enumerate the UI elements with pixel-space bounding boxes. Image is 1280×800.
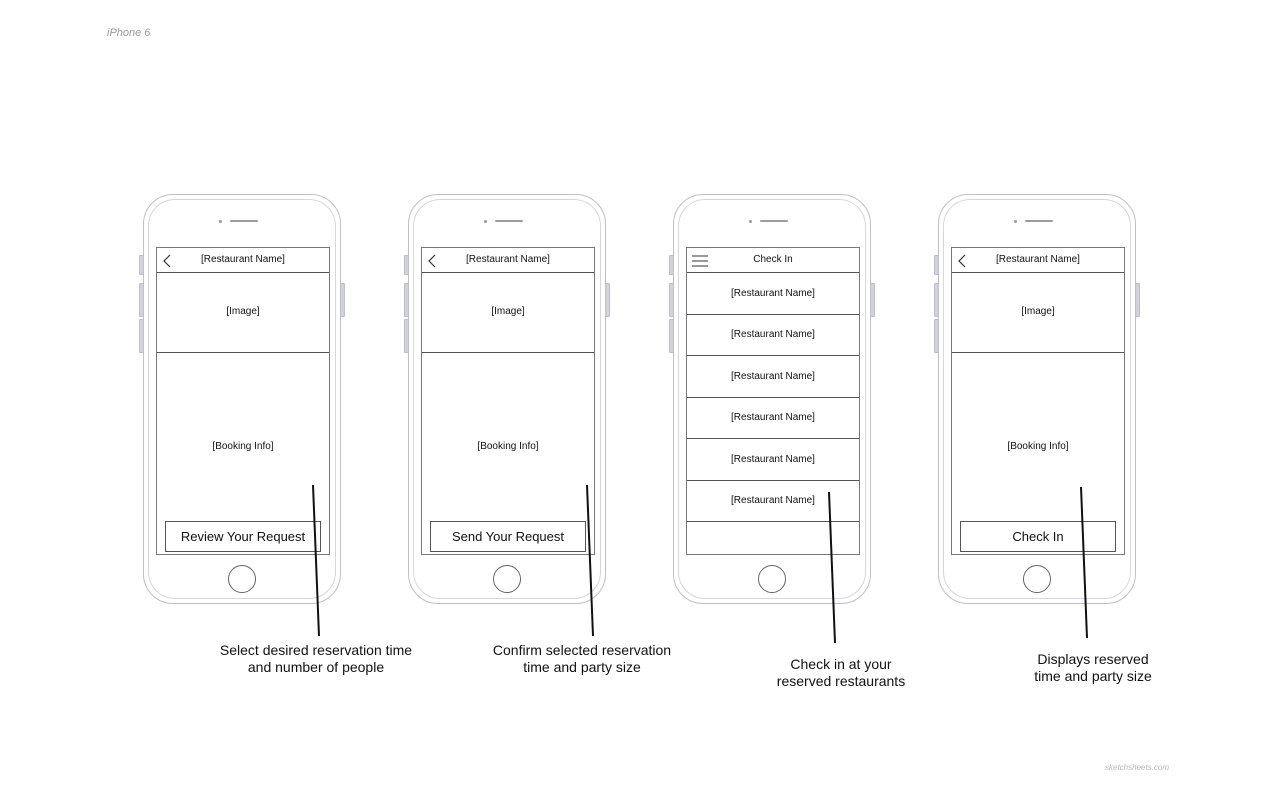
caption-3: Check in at your reserved restaurants [721, 656, 961, 690]
caption-2-line-2: time and party size [523, 659, 641, 675]
mute-switch [669, 255, 674, 275]
volume-up-button [404, 283, 409, 317]
hamburger-menu-icon[interactable] [692, 255, 708, 267]
phone-mockup-3: Check In [Restaurant Name] [Restaurant N… [669, 194, 875, 604]
restaurant-list: [Restaurant Name] [Restaurant Name] [Res… [687, 273, 859, 522]
front-camera [1014, 220, 1017, 223]
power-button [870, 283, 875, 317]
front-camera [219, 220, 222, 223]
mute-switch [934, 255, 939, 275]
image-placeholder: [Image] [952, 273, 1124, 353]
back-chevron-icon[interactable] [161, 254, 173, 268]
booking-info-label: [Booking Info] [1007, 441, 1069, 452]
check-in-button[interactable]: Check In [960, 521, 1116, 552]
booking-info-area[interactable]: [Booking Info] [157, 353, 329, 513]
caption-1: Select desired reservation time and numb… [196, 642, 436, 676]
caption-2: Confirm selected reservation time and pa… [462, 642, 702, 676]
power-button [605, 283, 610, 317]
send-request-button[interactable]: Send Your Request [430, 521, 586, 552]
restaurant-list-item[interactable]: [Restaurant Name] [687, 398, 859, 439]
mute-switch [139, 255, 144, 275]
back-chevron-icon[interactable] [956, 254, 968, 268]
booking-info-label: [Booking Info] [212, 441, 274, 452]
front-camera [484, 220, 487, 223]
volume-up-button [934, 283, 939, 317]
earpiece-speaker [495, 220, 523, 222]
screen-send-request: [Restaurant Name] [Image] [Booking Info]… [421, 247, 595, 555]
image-placeholder: [Image] [422, 273, 594, 353]
screen-check-in-detail: [Restaurant Name] [Image] [Booking Info]… [951, 247, 1125, 555]
volume-down-button [669, 319, 674, 353]
caption-1-line-1: Select desired reservation time [219, 642, 413, 658]
volume-up-button [139, 283, 144, 317]
restaurant-list-item[interactable]: [Restaurant Name] [687, 481, 859, 522]
caption-3-line-1: Check in at your [790, 656, 892, 672]
caption-4-line-2: time and party size [1034, 668, 1152, 684]
volume-up-button [669, 283, 674, 317]
front-camera [749, 220, 752, 223]
screen-review-request: [Restaurant Name] [Image] [Booking Info]… [156, 247, 330, 555]
home-button [1023, 565, 1051, 593]
navbar: [Restaurant Name] [157, 248, 329, 273]
navbar: [Restaurant Name] [422, 248, 594, 273]
restaurant-list-item[interactable]: [Restaurant Name] [687, 439, 859, 481]
image-placeholder-label: [Image] [226, 306, 260, 317]
home-button [758, 565, 786, 593]
caption-4: Displays reserved time and party size [973, 651, 1213, 685]
image-placeholder-label: [Image] [491, 306, 525, 317]
booking-info-area: [Booking Info] [952, 353, 1124, 513]
phone-mockup-1: [Restaurant Name] [Image] [Booking Info]… [139, 194, 345, 604]
nav-title: [Restaurant Name] [466, 254, 550, 265]
booking-info-area: [Booking Info] [422, 353, 594, 513]
image-placeholder-label: [Image] [1021, 306, 1055, 317]
caption-3-line-2: reserved restaurants [776, 673, 906, 689]
navbar: [Restaurant Name] [952, 248, 1124, 273]
mute-switch [404, 255, 409, 275]
image-placeholder: [Image] [157, 273, 329, 353]
power-button [1135, 283, 1140, 317]
navbar: Check In [687, 248, 859, 273]
restaurant-list-item[interactable]: [Restaurant Name] [687, 356, 859, 398]
earpiece-speaker [1025, 220, 1053, 222]
page-label: iPhone 6 [107, 27, 151, 39]
volume-down-button [404, 319, 409, 353]
nav-title: Check In [753, 254, 793, 265]
home-button [228, 565, 256, 593]
phone-mockup-4: [Restaurant Name] [Image] [Booking Info]… [934, 194, 1140, 604]
screen-check-in-list: Check In [Restaurant Name] [Restaurant N… [686, 247, 860, 555]
nav-title: [Restaurant Name] [996, 254, 1080, 265]
phone-mockup-2: [Restaurant Name] [Image] [Booking Info]… [404, 194, 610, 604]
volume-down-button [934, 319, 939, 353]
caption-4-line-1: Displays reserved [1037, 651, 1149, 667]
footer-credit: sketchsheets.com [1105, 763, 1170, 772]
home-button [493, 565, 521, 593]
power-button [340, 283, 345, 317]
caption-1-line-2: and number of people [247, 659, 385, 675]
volume-down-button [139, 319, 144, 353]
restaurant-list-item[interactable]: [Restaurant Name] [687, 273, 859, 315]
back-chevron-icon[interactable] [426, 254, 438, 268]
booking-info-label: [Booking Info] [477, 441, 539, 452]
review-request-button[interactable]: Review Your Request [165, 521, 321, 552]
nav-title: [Restaurant Name] [201, 254, 285, 265]
earpiece-speaker [230, 220, 258, 222]
restaurant-list-item[interactable]: [Restaurant Name] [687, 315, 859, 356]
earpiece-speaker [760, 220, 788, 222]
caption-2-line-1: Confirm selected reservation [492, 642, 672, 658]
